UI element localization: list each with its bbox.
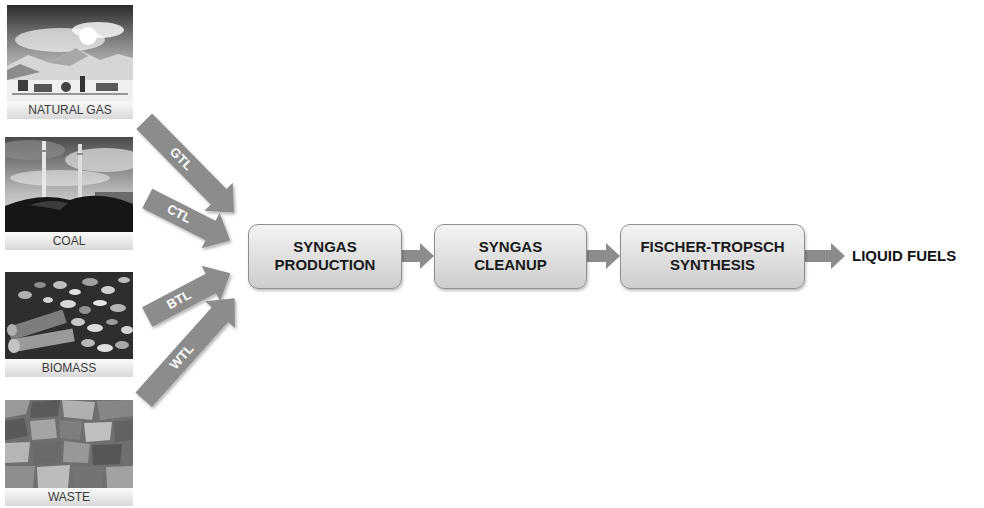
coal-photo [5, 137, 133, 232]
wood-chip [118, 277, 130, 283]
coal-highlight [30, 201, 68, 210]
rubble [106, 466, 133, 488]
cloud [65, 148, 133, 172]
arrow-label: CTL [164, 203, 193, 227]
sky [7, 5, 133, 101]
building [96, 83, 118, 91]
output-label: LIQUID FUELS [848, 245, 960, 267]
source-caption: COAL [5, 232, 133, 250]
source-caption: BIOMASS [5, 359, 133, 377]
node-label: FISCHER-TROPSCH SYNTHESIS [631, 238, 794, 274]
biomass-photo [5, 272, 133, 359]
rubble [62, 400, 95, 420]
wood-chip [101, 286, 115, 294]
arrow-label: GTL [167, 145, 195, 173]
rubble [32, 441, 62, 464]
rubble [5, 418, 28, 440]
log-end [7, 324, 17, 336]
mountains [7, 48, 133, 82]
chimney [78, 144, 82, 204]
wood-chip [34, 282, 46, 288]
ridge [7, 64, 40, 80]
snow [7, 80, 133, 101]
source-photo: WASTE [5, 400, 133, 506]
sun [79, 27, 97, 45]
wood-chip [115, 341, 129, 349]
building [18, 80, 28, 91]
block-arrow [587, 243, 620, 269]
source-caption: NATURAL GAS [7, 101, 133, 119]
wood-chip [87, 324, 103, 332]
coal-heap [5, 196, 133, 232]
block-arrow [135, 298, 234, 407]
waste-photo [5, 400, 133, 488]
node-label: SYNGAS CLEANUP [445, 238, 576, 274]
source-photo: COAL [5, 137, 133, 250]
wood-chip [69, 289, 81, 295]
wood-chip [106, 319, 118, 325]
block-arrow [805, 243, 845, 269]
wood-chip [18, 291, 32, 299]
wood-chip [79, 306, 91, 314]
wood-chip [81, 339, 95, 347]
source-photo: BIOMASS [5, 272, 133, 377]
wood-chip [110, 304, 126, 312]
wood-chip [82, 278, 98, 286]
log-end [8, 339, 20, 353]
rubble [30, 419, 57, 440]
source-photo: NATURAL GAS [7, 5, 133, 119]
mountain-shade [50, 48, 88, 66]
background [5, 272, 133, 359]
process-box: SYNGAS PRODUCTION [248, 224, 402, 289]
cloud [5, 140, 65, 160]
rubble [97, 400, 133, 420]
wood-chip [121, 326, 133, 334]
chimney [42, 141, 46, 203]
process-box: FISCHER-TROPSCH SYNTHESIS [620, 224, 805, 289]
wood-chip [97, 344, 113, 352]
arrow-label: WTL [167, 342, 196, 372]
process-box: SYNGAS CLEANUP [434, 224, 587, 289]
background [5, 400, 133, 488]
rubble [72, 466, 104, 488]
source-caption: WASTE [5, 488, 133, 506]
cloud [10, 170, 110, 186]
rubble [114, 420, 133, 442]
tank [61, 82, 71, 92]
chimney-band [41, 150, 47, 152]
tower [80, 76, 85, 92]
wood-chip [60, 300, 76, 308]
block-arrow [142, 189, 230, 249]
wood-chip [93, 300, 107, 306]
chimney-band [77, 153, 83, 155]
rubble [59, 420, 82, 440]
node-label: SYNGAS PRODUCTION [259, 238, 391, 274]
rubble [30, 400, 60, 418]
rubble [92, 444, 122, 465]
node-label: LIQUID FUELS [852, 247, 956, 265]
cloud [15, 28, 105, 52]
pipeline [12, 93, 128, 95]
rubble [5, 466, 35, 488]
wood-chip [43, 297, 53, 303]
rubble [63, 441, 90, 463]
block-arrow [402, 243, 434, 269]
natural-gas-photo [7, 5, 133, 101]
rubble [5, 442, 30, 463]
rubble [84, 422, 112, 442]
rubble [37, 465, 70, 488]
arrow-label: BTL [165, 288, 194, 312]
wood-chip [53, 281, 67, 289]
wood-chip [71, 318, 85, 326]
building [34, 84, 52, 92]
rubble [5, 400, 30, 418]
